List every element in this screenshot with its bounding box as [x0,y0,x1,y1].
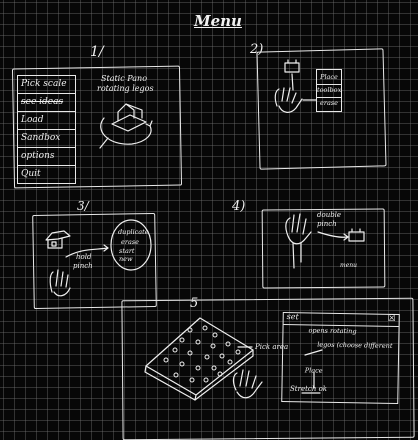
stretch-ok-label: Stretch ok [290,385,328,393]
main-menu-list: Pick scale see ideas Load Sandbox option… [17,75,76,184]
settings-window-line2: legos (choose different [317,340,393,350]
settings-window-title: set [286,312,299,322]
panel-2-number: 2) [250,42,264,57]
window-close-icon[interactable]: ☒ [387,313,396,324]
menu-item-pick-scale[interactable]: Pick scale [18,76,75,94]
bubble-line-new: new [119,255,133,263]
menu-item-see-ideas[interactable]: see ideas [18,94,75,112]
settings-window-line3: Place [304,366,323,375]
panel-4-menu-label: menu [340,262,357,269]
bubble-line-erase: erase [121,238,140,246]
pick-area-label: Pick area [255,343,289,351]
panel-4-gesture-line1: double [317,211,342,219]
panel-3-gesture-line1: hold [76,253,92,261]
menu-item-load[interactable]: Load [18,112,75,130]
toolbar-list: Place toolbox erase [316,69,342,113]
panel-3-number: 3/ [77,199,89,213]
settings-window-line1: opens rotating [308,326,357,336]
panel-4-gesture-line2: pinch [317,220,337,228]
panel-1-number: 1/ [90,44,104,60]
panel-1-note-line1: Static Pano [101,74,148,83]
panel-3-gesture-line2: pinch [73,262,93,270]
panel-4-number: 4) [232,199,246,214]
bubble-line-duplicate: duplicate [118,228,149,236]
toolbar-item-erase[interactable]: erase [319,98,338,107]
panel-1-note-line2: rotating legos [97,84,154,93]
menu-item-options[interactable]: options [18,148,75,166]
toolbar-item-place[interactable]: Place [317,72,341,85]
page-title: Menu [194,12,242,30]
menu-item-quit[interactable]: Quit [21,169,41,179]
settings-window-titlebar: set ☒ [283,312,399,328]
panel-5-number: 5 [190,296,199,311]
toolbar-item-toolbox[interactable]: toolbox [317,85,341,98]
bubble-line-start: start [119,247,135,255]
menu-item-sandbox[interactable]: Sandbox [18,130,75,148]
